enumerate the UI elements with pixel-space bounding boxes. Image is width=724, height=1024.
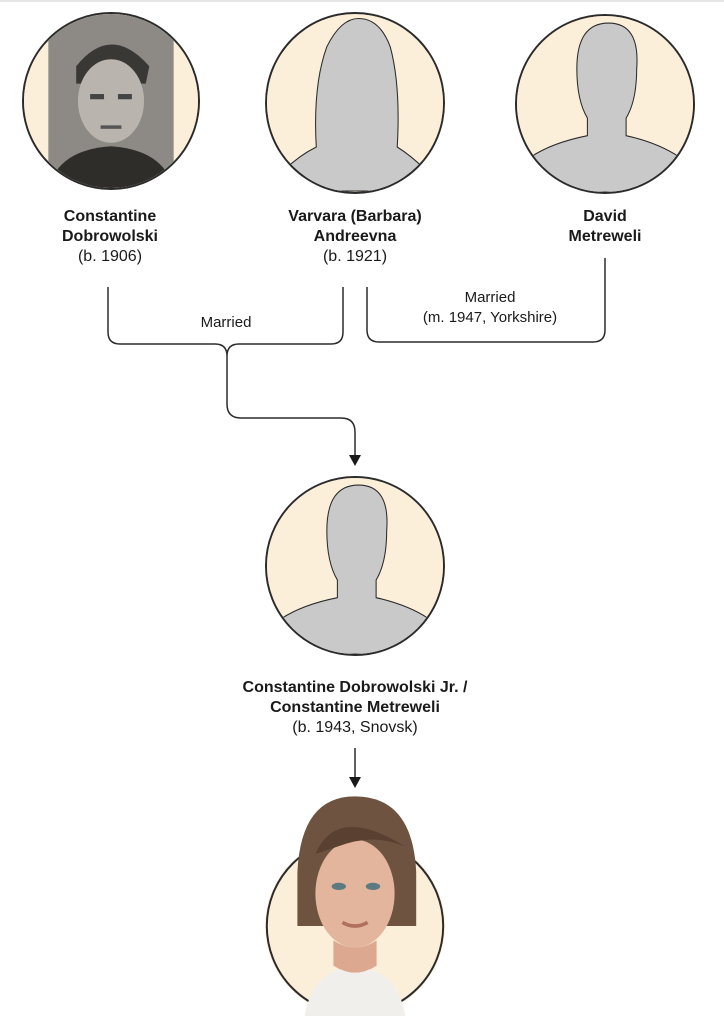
person-name: Constantine Dobrowolski Jr. / bbox=[242, 679, 468, 696]
person-label: Varvara (Barbara) Andreevna (b. 1921) bbox=[288, 207, 421, 267]
portrait-constantine-dobrowolski bbox=[22, 12, 200, 190]
photo-icon bbox=[24, 14, 198, 188]
person-name: David bbox=[583, 208, 627, 225]
relation-label: Married bbox=[201, 313, 252, 333]
person-birth: (b. 1906) bbox=[77, 248, 143, 265]
male-silhouette-icon bbox=[267, 478, 443, 654]
person-name: Dobrowolski bbox=[61, 228, 159, 245]
portrait-descendant bbox=[265, 796, 445, 1016]
relation-type: Married bbox=[200, 314, 252, 331]
portrait-david-metreweli bbox=[515, 14, 695, 194]
person-name: Constantine Metreweli bbox=[270, 699, 440, 716]
female-silhouette-icon bbox=[267, 15, 443, 192]
relation-date: (m. 1947, Yorkshire) bbox=[422, 309, 558, 326]
person-label: Constantine Dobrowolski (b. 1906) bbox=[62, 207, 158, 267]
person-name: Varvara (Barbara) bbox=[288, 208, 422, 225]
person-birth: (b. 1921) bbox=[322, 248, 388, 265]
person-name: Andreevna bbox=[313, 228, 397, 245]
top-divider bbox=[0, 0, 724, 2]
person-birth: (b. 1943, Snovsk) bbox=[292, 719, 418, 736]
portrait-varvara-andreevna bbox=[265, 12, 445, 194]
arrow-down-icon bbox=[349, 777, 361, 788]
photo-icon bbox=[265, 796, 445, 1016]
person-name: Constantine bbox=[63, 208, 157, 225]
male-silhouette-icon bbox=[517, 16, 693, 192]
portrait-constantine-jr bbox=[265, 476, 445, 656]
marriage-bracket-2 bbox=[366, 258, 606, 343]
person-label: Constantine Dobrowolski Jr. / Constantin… bbox=[243, 678, 468, 738]
person-name: Metreweli bbox=[568, 228, 642, 245]
arrow-down-icon bbox=[349, 455, 361, 466]
relation-label: Married (m. 1947, Yorkshire) bbox=[423, 288, 557, 328]
descent-line-1 bbox=[226, 356, 356, 456]
person-label: David Metreweli bbox=[569, 207, 642, 247]
relation-type: Married bbox=[464, 289, 516, 306]
